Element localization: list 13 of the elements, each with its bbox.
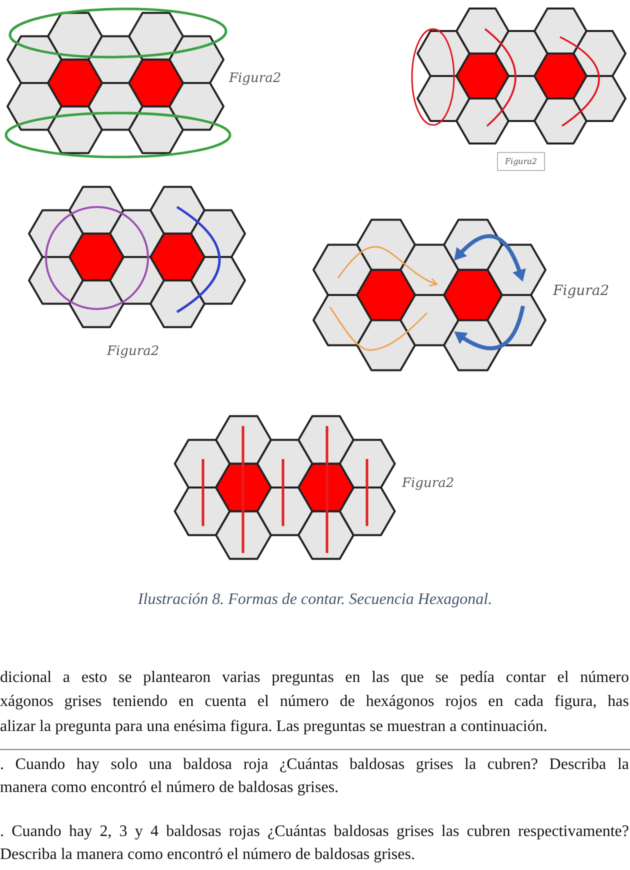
figure-label: Figura2 [107, 345, 160, 360]
figure-caption: Ilustración 8. Formas de contar. Secuencia Hexagonal. [138, 590, 492, 610]
question-text: . Cuando hay 2, 3 y 4 baldosas rojas ¿Cuántas baldosas grises las cubren respectivamente? [0, 822, 629, 842]
body-text: alizar la pregunta para una enésima figura. Las preguntas se muestran a continuación. [0, 717, 548, 737]
figure-label: Figura2 [402, 477, 454, 492]
body-text: xágonos grises teniendo en cuenta el número de hexágonos rojos en cada figura, has [0, 692, 629, 712]
framed-figure-label: Figura2 [497, 152, 545, 171]
question-text: . Cuando hay solo una baldosa roja ¿Cuántas baldosas grises la cubren? Describa la [0, 755, 629, 775]
question-text: manera como encontró el número de baldosas grises. [0, 778, 339, 798]
figure-label: Figura2 [229, 72, 282, 86]
question-text: Describa la manera como encontró el número de baldosas grises. [0, 845, 415, 865]
body-text: dicional a esto se plantearon varias preguntas en las que se pedía contar el número [0, 668, 629, 688]
figure-label: Figura2 [553, 284, 610, 300]
